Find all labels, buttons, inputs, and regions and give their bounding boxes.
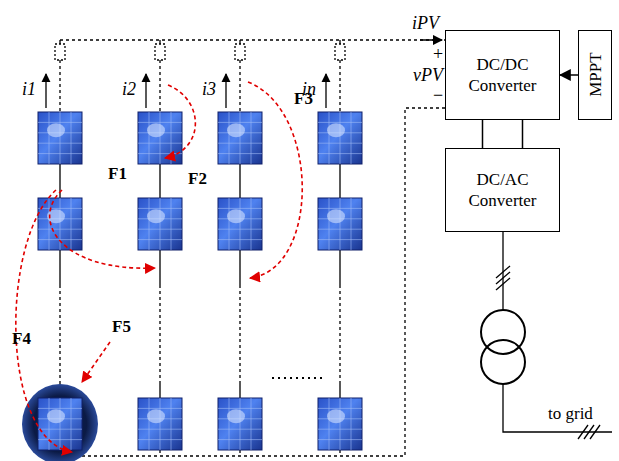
continuation-dots xyxy=(272,377,322,379)
signal-label: i2 xyxy=(122,80,136,98)
phase-mark xyxy=(496,266,510,278)
converter-box: DC/AC Converter xyxy=(445,148,560,232)
fault-path xyxy=(248,82,302,278)
wire xyxy=(339,40,340,44)
pv-panel xyxy=(218,112,262,164)
pv-panel xyxy=(138,398,182,450)
pv-panel xyxy=(138,198,182,250)
phase-mark xyxy=(496,272,510,284)
box-label: DC/DC Converter xyxy=(455,54,550,97)
phase-mark xyxy=(590,425,600,439)
wire xyxy=(339,60,340,112)
fault-path xyxy=(165,85,195,158)
signal-label: vPV xyxy=(413,66,443,84)
wire xyxy=(239,60,240,112)
pv-panel xyxy=(138,112,182,164)
pv-panel xyxy=(218,398,262,450)
wire xyxy=(59,285,60,382)
box-label: MPPT xyxy=(584,53,605,97)
fuse-symbol xyxy=(335,44,345,60)
signal-label: i3 xyxy=(202,80,216,98)
fuse-symbol xyxy=(235,44,245,60)
wire xyxy=(159,450,160,456)
wire xyxy=(159,60,160,112)
pv-panel xyxy=(38,398,82,450)
pv-panel xyxy=(318,112,362,164)
wire xyxy=(339,250,340,285)
positive-bus xyxy=(60,39,445,40)
control-arrow xyxy=(560,74,578,76)
fuse-symbol xyxy=(155,44,165,60)
controller-box: MPPT xyxy=(578,30,612,120)
wire xyxy=(239,250,240,285)
wire xyxy=(339,450,340,456)
fault-path xyxy=(16,190,72,452)
wire xyxy=(59,250,60,285)
fault-label: F5 xyxy=(112,318,131,335)
wire xyxy=(159,382,160,398)
fault-label: F3 xyxy=(294,90,313,107)
current-arrow xyxy=(420,39,442,41)
pv-panel xyxy=(318,398,362,450)
negative-bus xyxy=(60,108,445,456)
dc-link xyxy=(483,120,523,148)
wire xyxy=(159,164,160,198)
phase-mark xyxy=(584,425,594,439)
fuse-symbol xyxy=(55,44,65,60)
wire xyxy=(239,40,240,44)
grid-label: to grid xyxy=(548,405,593,422)
wire xyxy=(239,382,240,398)
transformer-coil xyxy=(481,340,525,384)
pv-panel xyxy=(38,112,82,164)
wire xyxy=(339,285,340,382)
pv-panel xyxy=(318,198,362,250)
signal-label: i1 xyxy=(22,80,36,98)
wire xyxy=(339,164,340,198)
fault-path xyxy=(50,190,155,268)
current-arrow xyxy=(225,74,226,108)
current-arrow xyxy=(325,74,326,108)
wire xyxy=(239,164,240,198)
fault-label: F4 xyxy=(12,330,31,347)
shading-ellipse xyxy=(22,384,98,461)
wire xyxy=(239,285,240,382)
current-arrow xyxy=(145,74,146,108)
wire xyxy=(239,450,240,456)
wire xyxy=(159,285,160,382)
converter-box: DC/DC Converter xyxy=(445,30,560,120)
signal-label: + xyxy=(433,45,443,63)
fault-label: F1 xyxy=(108,165,127,182)
box-label: DC/AC Converter xyxy=(455,169,550,212)
wire xyxy=(339,382,340,398)
fault-label: F2 xyxy=(188,170,207,187)
pv-panel xyxy=(38,198,82,250)
pv-panel xyxy=(218,198,262,250)
wire xyxy=(159,40,160,44)
grid-line xyxy=(503,384,612,432)
wire xyxy=(59,40,60,44)
fault-pointer xyxy=(82,342,110,382)
phase-mark xyxy=(496,278,510,290)
signal-label: − xyxy=(433,86,443,104)
phase-mark xyxy=(578,425,588,439)
wire xyxy=(59,60,60,112)
signal-label: iPV xyxy=(412,14,439,32)
current-arrow xyxy=(45,74,46,108)
wire xyxy=(159,250,160,285)
